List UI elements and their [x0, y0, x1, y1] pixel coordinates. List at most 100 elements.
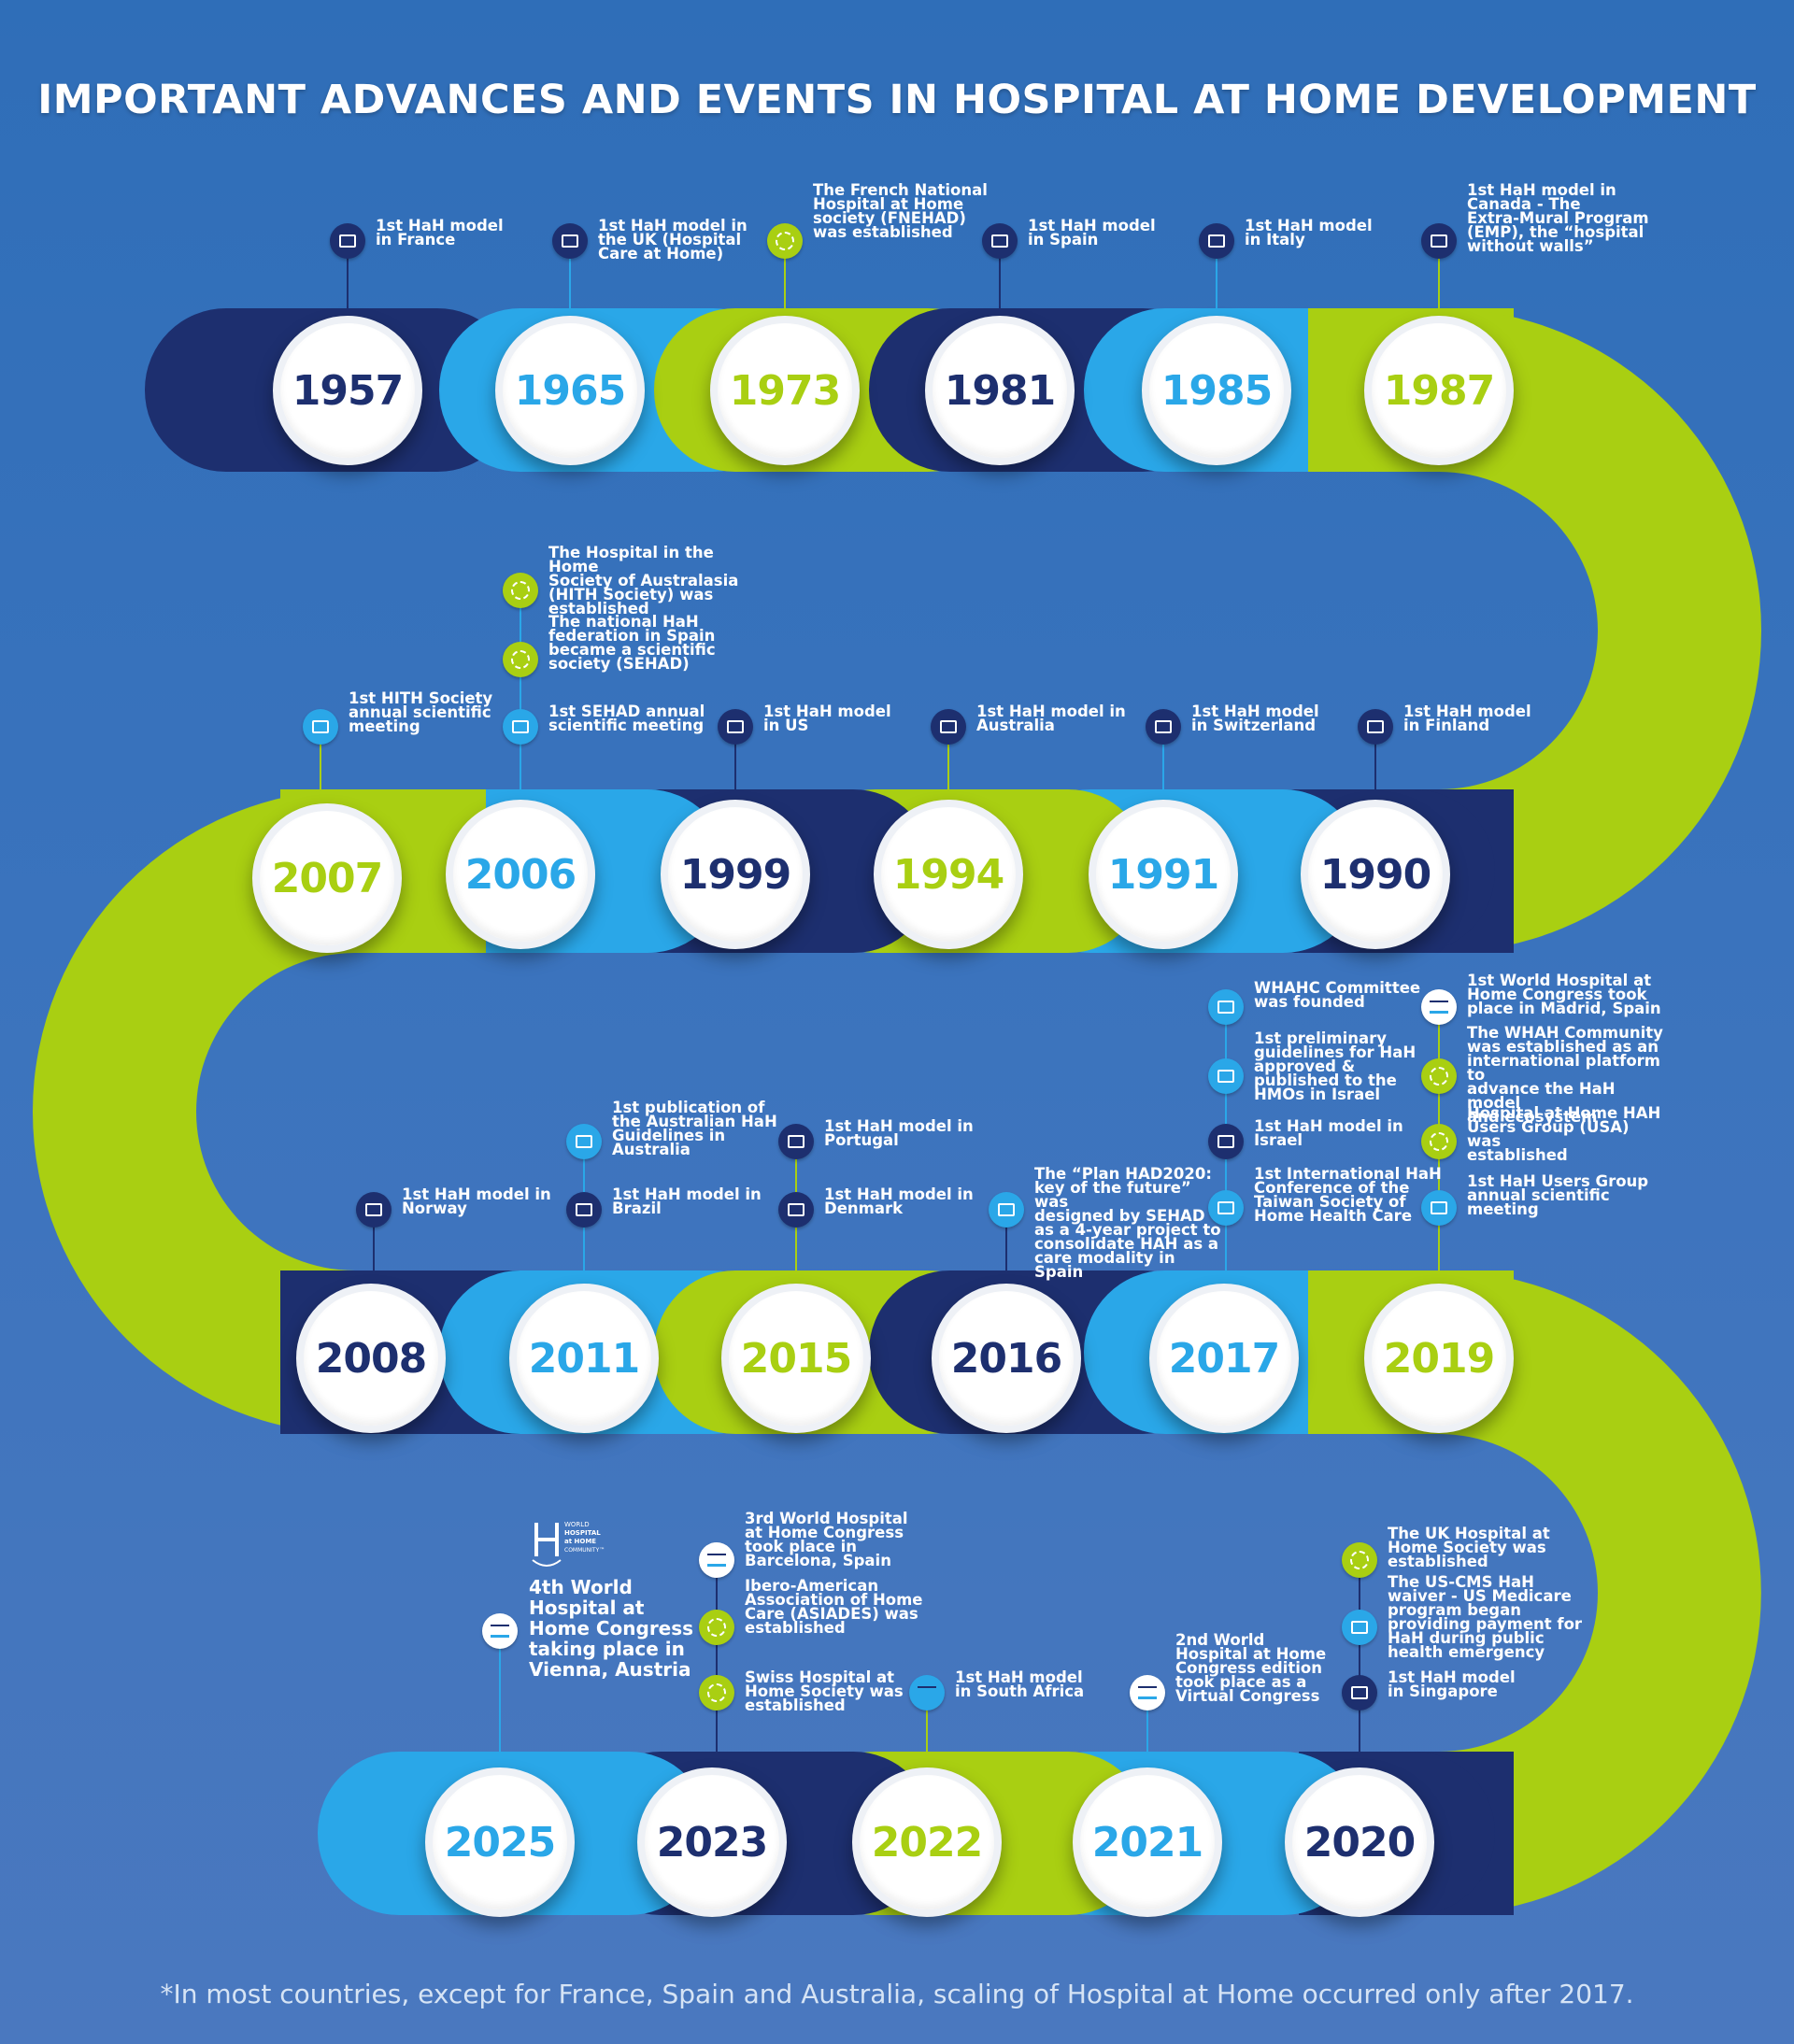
flag-icon	[1199, 223, 1234, 259]
screen-icon	[503, 709, 538, 745]
flag-icon	[330, 223, 365, 259]
connector-line	[499, 1631, 501, 1768]
flag-icon-glyph	[727, 720, 744, 733]
connector-line	[1359, 1560, 1360, 1768]
event-text: 1st SEHAD annual scientific meeting	[548, 703, 705, 734]
logo-icon	[1130, 1675, 1165, 1710]
gear-icon-glyph	[1430, 1067, 1448, 1086]
event-text: The WHAH Community was established as an…	[1467, 1024, 1663, 1126]
year-circle-2022: 2022	[852, 1767, 1002, 1917]
gear-icon	[767, 223, 803, 259]
event-text: 1st International HaH Conference of the …	[1254, 1165, 1442, 1225]
connector-line	[947, 727, 949, 803]
connector-line	[1438, 241, 1440, 318]
logo-text-line: at HOME	[564, 1538, 596, 1545]
year-circle-2023: 2023	[637, 1767, 787, 1917]
screen-icon-glyph	[1217, 1070, 1234, 1083]
year-circle-2019: 2019	[1364, 1284, 1514, 1433]
connector-line	[999, 241, 1001, 318]
gear-icon-glyph	[511, 581, 530, 600]
screen-icon	[566, 1124, 602, 1159]
logo-icon-glyph	[1430, 1001, 1448, 1014]
connector-line	[784, 241, 786, 318]
event-text: 1st HaH Users Group annual scientific me…	[1467, 1172, 1649, 1218]
connector-line	[734, 727, 736, 803]
connector-line	[1374, 727, 1376, 803]
screen-icon-glyph	[576, 1135, 592, 1148]
connector-line	[347, 241, 349, 318]
event-text: 1st HaH model in Canada - The Extra-Mura…	[1467, 181, 1649, 255]
flag-icon	[566, 1192, 602, 1228]
event-text: Ibero-American Association of Home Care …	[745, 1577, 923, 1637]
gear-icon-glyph	[511, 650, 530, 669]
gear-icon	[1342, 1542, 1377, 1578]
flag-icon-glyph	[339, 234, 356, 248]
event-text: 1st HaH model in Finland	[1403, 703, 1531, 734]
screen-icon	[303, 709, 338, 745]
connector-line	[1005, 1210, 1007, 1285]
connector-line	[926, 1693, 928, 1768]
footnote: *In most countries, except for France, S…	[160, 1979, 1634, 2009]
logo-icon	[482, 1613, 518, 1649]
logo-icon	[699, 1542, 734, 1578]
year-circle-2006: 2006	[446, 800, 595, 949]
event-text: 3rd World Hospital at Home Congress took…	[745, 1510, 908, 1569]
event-text: 1st HaH model in France	[376, 217, 504, 248]
connector-line	[1162, 727, 1164, 803]
year-circle-2025: 2025	[425, 1767, 575, 1917]
year-circle-1999: 1999	[661, 800, 810, 949]
screen-icon-glyph	[1351, 1621, 1368, 1634]
gear-icon	[1421, 1058, 1457, 1094]
logo-icon-glyph	[707, 1554, 726, 1567]
logo-text-line: WORLD	[564, 1521, 590, 1528]
flag-icon	[1146, 709, 1181, 745]
event-text: Swiss Hospital at Home Society was estab…	[745, 1668, 904, 1714]
connector-line	[1146, 1693, 1148, 1768]
logo-icon	[909, 1675, 945, 1710]
event-text: The French National Hospital at Home soc…	[813, 181, 988, 241]
screen-icon	[1208, 989, 1244, 1025]
gear-icon	[699, 1610, 734, 1645]
screen-icon-glyph	[1431, 1201, 1447, 1214]
flag-icon	[778, 1192, 814, 1228]
event-text: 2nd World Hospital at Home Congress edit…	[1175, 1631, 1327, 1705]
screen-icon-glyph	[1217, 1201, 1234, 1214]
flag-icon-glyph	[365, 1203, 382, 1216]
gear-icon	[699, 1675, 734, 1710]
flag-icon	[982, 223, 1018, 259]
year-circle-2008: 2008	[296, 1284, 446, 1433]
year-circle-1991: 1991	[1089, 800, 1238, 949]
event-text: WHAHC Committee was founded	[1254, 979, 1421, 1011]
flag-icon	[356, 1192, 392, 1228]
screen-icon-glyph	[512, 720, 529, 733]
flag-icon-glyph	[788, 1135, 804, 1148]
connector-line	[569, 241, 571, 318]
year-circle-2016: 2016	[932, 1284, 1081, 1433]
flag-icon	[1208, 1124, 1244, 1159]
flag-icon-glyph	[1351, 1686, 1368, 1699]
flag-icon-glyph	[1208, 234, 1225, 248]
year-circle-1973: 1973	[710, 316, 860, 465]
flag-icon	[1358, 709, 1393, 745]
flag-icon-glyph	[940, 720, 957, 733]
flag-icon	[552, 223, 588, 259]
flag-icon-glyph	[788, 1203, 804, 1216]
year-circle-1990: 1990	[1301, 800, 1450, 949]
gear-icon-glyph	[707, 1683, 726, 1702]
event-text: 1st preliminary guidelines for HaH appro…	[1254, 1029, 1417, 1103]
event-text: The national HaH federation in Spain bec…	[548, 613, 716, 673]
logo-icon	[1421, 989, 1457, 1025]
flag-icon	[931, 709, 966, 745]
gear-icon	[503, 573, 538, 608]
flag-icon	[1421, 223, 1457, 259]
flag-icon	[778, 1124, 814, 1159]
event-text: 1st HaH model in Italy	[1245, 217, 1373, 248]
gear-icon	[503, 642, 538, 677]
logo-icon-glyph	[1138, 1686, 1157, 1699]
event-text: The US-CMS HaH waiver - US Medicare prog…	[1388, 1573, 1583, 1661]
logo-icon-glyph	[491, 1625, 509, 1638]
page-title: IMPORTANT ADVANCES AND EVENTS IN HOSPITA…	[37, 77, 1757, 123]
screen-icon	[989, 1192, 1024, 1228]
whah-community-logo: WORLD HOSPITAL at HOME COMMUNITY™	[529, 1515, 632, 1571]
